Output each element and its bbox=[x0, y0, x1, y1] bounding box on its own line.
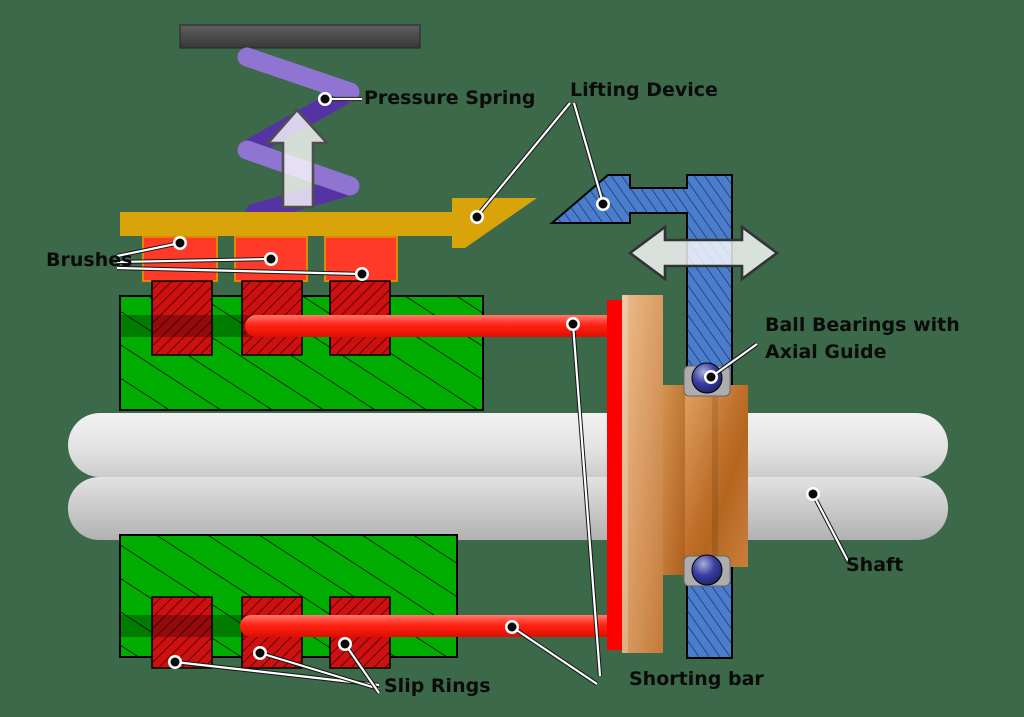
label-shaft: Shaft bbox=[846, 554, 904, 576]
shorting-bar-conductor bbox=[607, 300, 622, 650]
leader-slip-ring-3 bbox=[338, 637, 381, 695]
connecting-rod-bottom bbox=[240, 615, 618, 637]
shaft-upper-half bbox=[68, 413, 948, 477]
connecting-rod-top bbox=[245, 315, 618, 337]
label-brushes: Brushes bbox=[46, 249, 133, 271]
leader-slip-ring-2 bbox=[253, 646, 380, 692]
leader-lifting-device-b bbox=[571, 102, 610, 211]
shorting-collar-column bbox=[622, 295, 663, 653]
brush-holder-arm bbox=[120, 198, 537, 248]
shaft-lower-half bbox=[68, 477, 948, 540]
leader-shorting-bar-b bbox=[505, 620, 599, 686]
axial-motion-arrow-icon bbox=[627, 224, 780, 282]
leader-brush-3 bbox=[116, 265, 369, 281]
leader-shorting-bar-a bbox=[566, 317, 603, 677]
leader-lifting-device-a bbox=[470, 101, 572, 224]
leader-slip-ring-1 bbox=[168, 655, 380, 688]
ball-bearing-bottom bbox=[691, 554, 723, 586]
slip-ring-housing-bottom bbox=[119, 534, 618, 669]
leader-brush-1 bbox=[116, 236, 187, 259]
shorting-collar-flange bbox=[685, 385, 748, 567]
leader-lines bbox=[116, 92, 851, 695]
label-ball-bearings-line1: Ball Bearings with bbox=[765, 314, 960, 336]
leader-shaft bbox=[806, 487, 851, 564]
upward-force-arrow-icon bbox=[265, 108, 330, 209]
label-lifting-device: Lifting Device bbox=[570, 79, 718, 101]
slip-ring-housing-top bbox=[119, 280, 618, 411]
leader-ball-bearings bbox=[704, 342, 759, 384]
label-slip-rings: Slip Rings bbox=[384, 675, 491, 697]
ceiling-mount-bar bbox=[179, 24, 421, 49]
shorting-collar-step bbox=[663, 385, 685, 575]
label-shorting-bar: Shorting bar bbox=[629, 668, 764, 690]
shaft bbox=[68, 413, 948, 540]
leader-brush-2 bbox=[116, 252, 278, 266]
shorting-collar bbox=[622, 295, 748, 653]
label-pressure-spring: Pressure Spring bbox=[364, 87, 536, 109]
label-ball-bearings-line2: Axial Guide bbox=[765, 341, 887, 363]
leader-pressure-spring bbox=[318, 92, 362, 106]
